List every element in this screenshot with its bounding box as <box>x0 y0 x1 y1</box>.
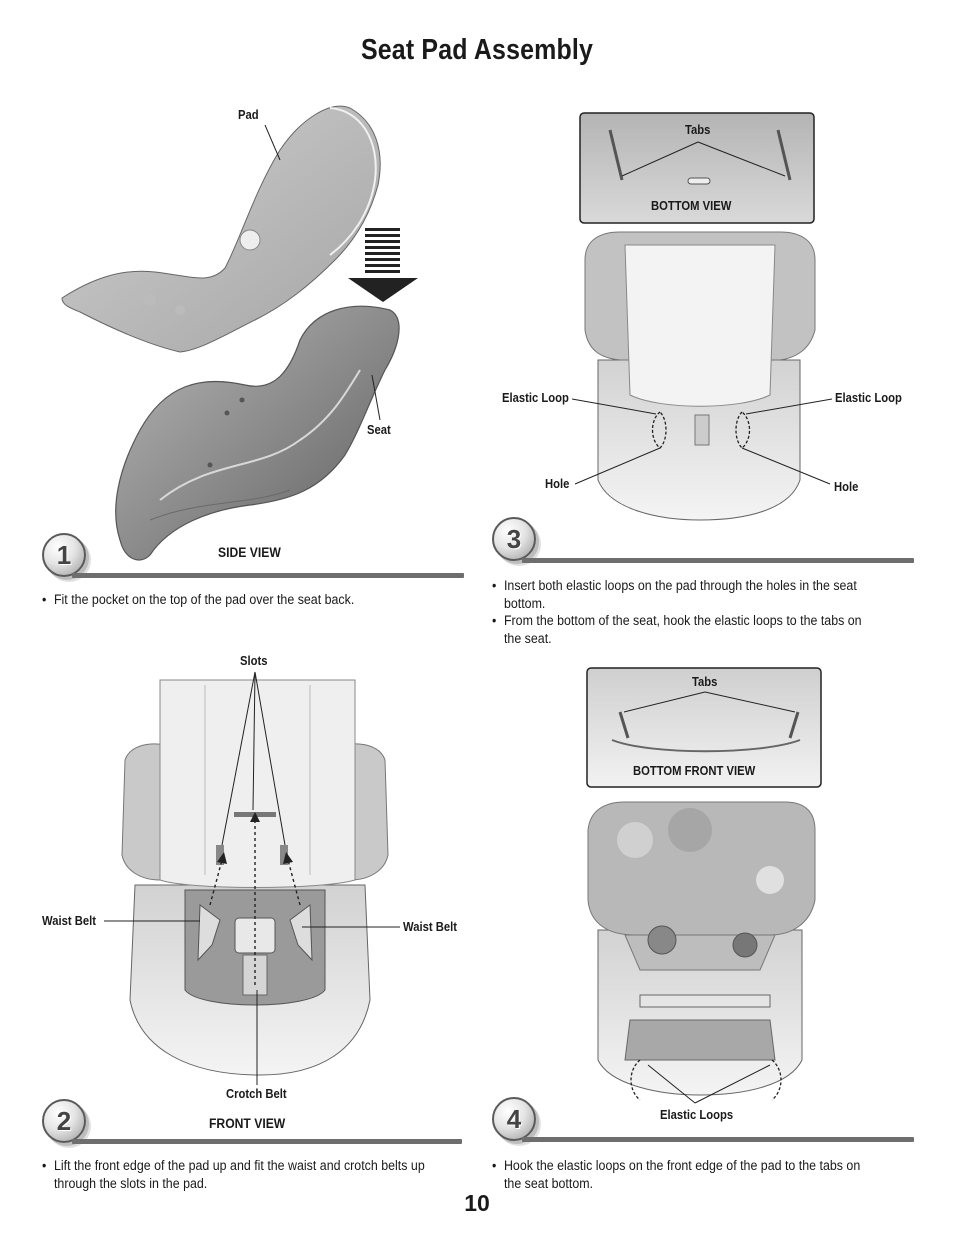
instruction-bullet: From the bottom of the seat, hook the el… <box>492 612 878 647</box>
instruction-bullet: Fit the pocket on the top of the pad ove… <box>42 591 438 609</box>
step4-instructions: Hook the elastic loops on the front edge… <box>492 1157 878 1192</box>
page-title: Seat Pad Assembly <box>360 34 594 66</box>
step2-illustration <box>104 671 400 1085</box>
step1-illustration <box>61 105 418 561</box>
callout-elastic-loops: Elastic Loops <box>660 1108 734 1122</box>
step-number: 3 <box>506 523 522 554</box>
inset-label-bottom-front-view: BOTTOM FRONT VIEW <box>633 764 756 778</box>
down-arrow-icon <box>348 228 418 302</box>
callout-tabs: Tabs <box>685 123 711 137</box>
callout-elastic-loop-left: Elastic Loop <box>502 391 569 405</box>
step-divider <box>522 1137 914 1142</box>
step-badge-2: 2 <box>42 1099 86 1143</box>
callout-seat: Seat <box>367 423 391 437</box>
page-number: 10 <box>464 1190 490 1216</box>
instruction-bullet: Insert both elastic loops on the pad thr… <box>492 577 878 612</box>
step3-instructions: Insert both elastic loops on the pad thr… <box>492 577 878 647</box>
callout-waist-belt-left: Waist Belt <box>42 914 96 928</box>
step-number: 2 <box>56 1105 72 1136</box>
step-divider <box>72 1139 462 1144</box>
instruction-bullet: Lift the front edge of the pad up and fi… <box>42 1157 447 1192</box>
view-label-front: FRONT VIEW <box>209 1116 286 1131</box>
step4-illustration <box>586 667 822 1104</box>
step2-instructions: Lift the front edge of the pad up and fi… <box>42 1157 447 1192</box>
step3-illustration <box>571 112 833 521</box>
callout-crotch-belt: Crotch Belt <box>226 1087 287 1101</box>
callout-pad: Pad <box>238 108 259 122</box>
callout-hole-right: Hole <box>834 480 859 494</box>
step-number: 4 <box>506 1103 522 1134</box>
step-number: 1 <box>56 539 72 570</box>
instruction-bullet: Hook the elastic loops on the front edge… <box>492 1157 878 1192</box>
step-badge-4: 4 <box>492 1097 536 1141</box>
callout-tabs: Tabs <box>692 675 718 689</box>
step-badge-3: 3 <box>492 517 536 561</box>
callout-hole-left: Hole <box>545 477 570 491</box>
view-label-side: SIDE VIEW <box>218 545 281 560</box>
callout-waist-belt-right: Waist Belt <box>403 920 457 934</box>
step-badge-1: 1 <box>42 533 86 577</box>
callout-elastic-loop-right: Elastic Loop <box>835 391 902 405</box>
callout-slots: Slots <box>240 654 268 668</box>
inset-label-bottom-view: BOTTOM VIEW <box>651 199 732 213</box>
step1-instructions: Fit the pocket on the top of the pad ove… <box>42 591 438 609</box>
step-divider <box>522 558 914 563</box>
step-divider <box>72 573 464 578</box>
